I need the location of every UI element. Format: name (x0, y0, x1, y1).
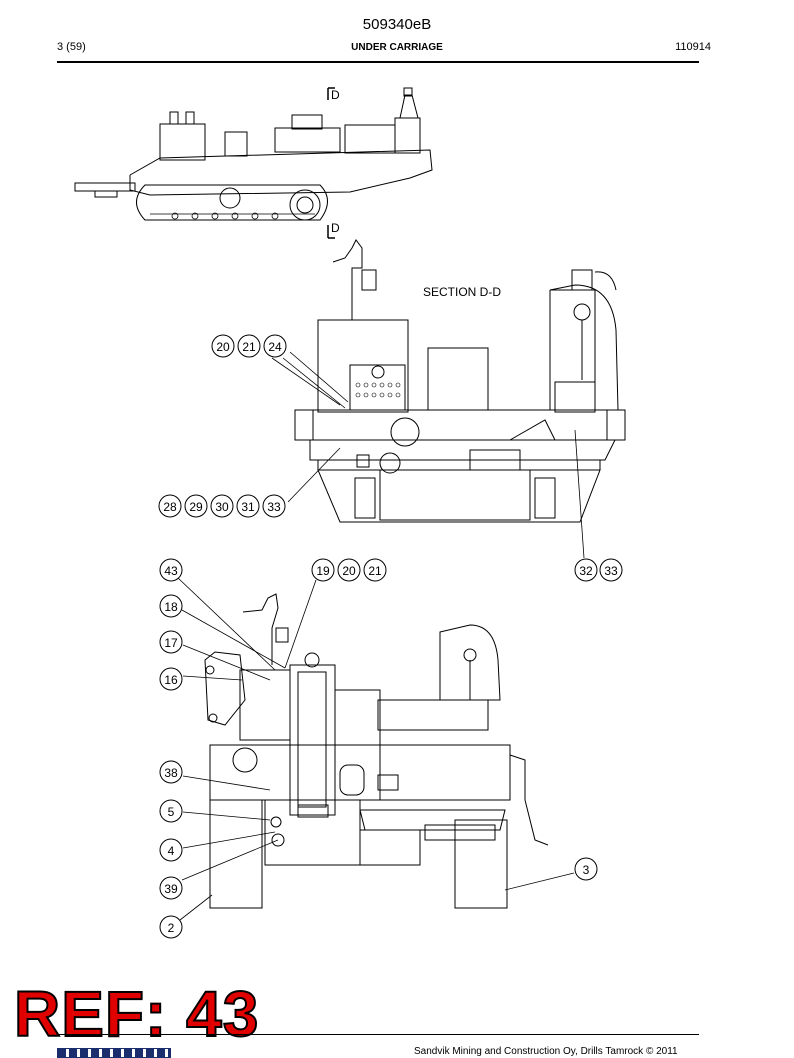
svg-text:17: 17 (164, 636, 178, 650)
callout-4: 4 (159, 838, 183, 862)
svg-text:21: 21 (368, 564, 382, 578)
footer-copyright: Sandvik Mining and Construction Oy, Dril… (414, 1046, 678, 1057)
section-mark-bottom: D (331, 221, 340, 235)
rear-view-drawing (204, 593, 549, 909)
svg-text:21: 21 (242, 340, 256, 354)
leader-lines (177, 351, 585, 921)
svg-text:16: 16 (164, 673, 178, 687)
callout-21b: 21 (363, 558, 387, 582)
callout-33b: 33 (599, 558, 623, 582)
section-label: SECTION D-D (423, 285, 501, 299)
callout-31: 31 (236, 494, 260, 518)
callout-33: 33 (262, 494, 286, 518)
callout-28: 28 (158, 494, 182, 518)
callout-2: 2 (159, 915, 183, 939)
callout-39: 39 (159, 876, 183, 900)
callout-29: 29 (184, 494, 208, 518)
callout-43: 43 (159, 558, 183, 582)
svg-text:43: 43 (164, 564, 178, 578)
svg-text:29: 29 (189, 500, 203, 514)
svg-text:19: 19 (316, 564, 330, 578)
footer-rule (57, 1034, 699, 1035)
svg-text:33: 33 (604, 564, 618, 578)
header-rule (57, 61, 699, 63)
svg-text:31: 31 (241, 500, 255, 514)
svg-text:28: 28 (163, 500, 177, 514)
svg-text:20: 20 (216, 340, 230, 354)
svg-text:18: 18 (164, 600, 178, 614)
callout-17: 17 (159, 630, 183, 654)
callout-38: 38 (159, 760, 183, 784)
svg-text:2: 2 (168, 921, 175, 935)
callout-16: 16 (159, 667, 183, 691)
svg-text:39: 39 (164, 882, 178, 896)
svg-text:30: 30 (215, 500, 229, 514)
svg-text:33: 33 (267, 500, 281, 514)
company-logo (57, 1048, 171, 1058)
callout-30: 30 (210, 494, 234, 518)
revision-code: 110914 (675, 41, 711, 53)
callout-18: 18 (159, 594, 183, 618)
ref-stamp: REF: 43 (13, 978, 260, 1050)
callout-20b: 20 (337, 558, 361, 582)
callout-20: 20 (211, 334, 235, 358)
svg-text:4: 4 (168, 844, 175, 858)
svg-text:24: 24 (268, 340, 282, 354)
section-mark-top: D (331, 88, 340, 102)
callout-32: 32 (574, 558, 598, 582)
callout-21: 21 (237, 334, 261, 358)
document-code: 509340eB (362, 16, 432, 33)
page-number: 3 (59) (57, 41, 86, 53)
svg-text:20: 20 (342, 564, 356, 578)
svg-text:38: 38 (164, 766, 178, 780)
side-view-drawing (74, 87, 433, 239)
page-title: UNDER CARRIAGE (351, 42, 443, 53)
callout-3: 3 (574, 857, 598, 881)
svg-text:5: 5 (168, 805, 175, 819)
section-d-d-drawing (294, 239, 626, 523)
callout-5: 5 (159, 799, 183, 823)
svg-text:32: 32 (579, 564, 593, 578)
callout-19: 19 (311, 558, 335, 582)
svg-text:3: 3 (583, 863, 590, 877)
callout-24: 24 (263, 334, 287, 358)
